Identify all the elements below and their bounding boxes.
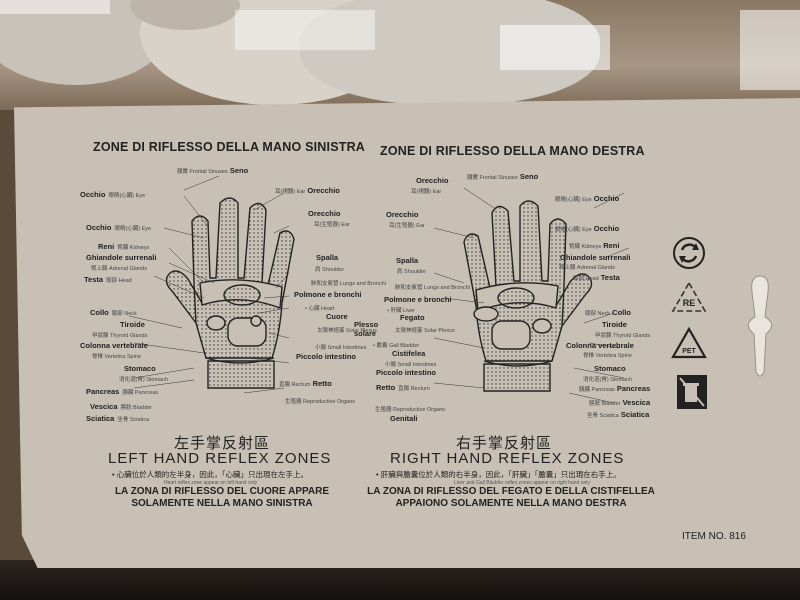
note-right-it: LA ZONA DI RIFLESSO DEL FEGATO E DELLA C… <box>367 486 655 509</box>
title-right: ZONE DI RIFLESSO DELLA MANO DESTRA <box>380 144 645 158</box>
light-reflection <box>500 25 610 70</box>
label-rectum: 直腸 Rectum Retto <box>279 379 332 388</box>
note-left-cn: • 心臟位於人類的左半身，因此，「心臟」只出現在左手上。 <box>112 470 308 479</box>
label-lungs: Polmone e bronchi <box>294 290 362 299</box>
note-left-tiny: Heart reflex zone appear on left hand on… <box>164 480 258 486</box>
label-small-intestines-sub: 小腸 Small Intestines <box>315 345 367 351</box>
label-spine-sub: 脊椎 Vertebra Spine <box>583 353 632 359</box>
pet-recycle-icon: PET <box>671 326 707 359</box>
label-ear: Orecchio <box>386 210 419 219</box>
label-gall-bladder-sub: • 膽囊 Gall Bladder <box>373 343 420 349</box>
label-spine-sub: 脊椎 Vertebra Spine <box>92 354 141 360</box>
label-bladder: 膀胱 Bladder Vescica <box>589 398 651 407</box>
light-reflection <box>235 10 375 50</box>
label-stomach: Stomaco <box>594 364 626 373</box>
label-small-intestines: Piccolo intestino <box>296 352 357 361</box>
label-reproductive-sub: 生殖器 Reproductive Organs <box>375 407 445 413</box>
label-pancreas: 胰臟 Pancreas Pancreas <box>579 384 651 393</box>
recycle-icon <box>673 237 705 269</box>
label-shoulder-sub: 肩 Shoulder <box>315 267 345 273</box>
subtitle-right-cn: 右手掌反射區 <box>456 435 553 452</box>
label-eye: 眼睛(心臟) Eye Occhio <box>555 194 620 203</box>
label-kidneys: 腎臟 Kidneys Reni <box>569 241 620 250</box>
label-reproductive: Genitali <box>390 414 418 423</box>
item-number: ITEM NO. 816 <box>682 531 746 542</box>
note-right-tiny: Liver and Gall Bladder reflex zones appe… <box>454 480 590 486</box>
re-recycle-icon: RE <box>671 281 707 312</box>
label-thyroid-sub: 甲狀腺 Thyroid Glands <box>595 333 651 339</box>
label-lungs-sub: 肺和支氣管 Lungs and Bronchi <box>395 285 470 291</box>
leader-lines <box>128 175 630 404</box>
label-eye: 眼睛(心臟) Eye Occhio <box>555 224 620 233</box>
reflexology-card: ZONE DI RIFLESSO DELLA MANO SINISTRA ZON… <box>14 98 800 568</box>
label-thyroid: Tiroide <box>120 320 145 329</box>
label-frontal-sinuses: 額竇 Frontal Sinuses Seno <box>467 172 539 181</box>
label-neck: 頸部 Neck Collo <box>585 308 631 317</box>
label-ear-sub: 耳(生殖器) Ear <box>389 223 425 229</box>
svg-text:PET: PET <box>682 348 696 355</box>
subtitle-right-en: RIGHT HAND REFLEX ZONES <box>390 450 625 467</box>
hanging-slot <box>747 275 773 377</box>
label-solar-plexus-sub: 太陽神經叢 Solar Plexus <box>317 328 377 334</box>
label-heart-sub: • 心臟 Heart <box>305 306 335 312</box>
light-reflection <box>0 0 110 14</box>
label-solar-plexus-sub: 太陽神經叢 Solar Plexus <box>395 328 455 334</box>
svg-text:RE: RE <box>683 298 696 308</box>
label-liver-sub: • 肝臟 Liver <box>387 308 415 314</box>
left-hand-diagram <box>165 197 295 389</box>
label-shoulder: Spalla <box>316 253 339 262</box>
label-ear: 耳(視聽) Ear Orecchio <box>275 186 340 195</box>
light-reflection <box>740 10 800 90</box>
label-thyroid: Tiroide <box>602 320 627 329</box>
label-lungs-sub: 肺和支氣管 Lungs and Bronchi <box>311 281 386 287</box>
label-small-intestines: Piccolo intestino <box>376 368 437 377</box>
label-thyroid-sub: 甲狀腺 Thyroid Glands <box>92 333 148 339</box>
label-ear: Orecchio <box>416 176 449 185</box>
label-shoulder: Spalla <box>396 256 419 265</box>
label-lungs: Polmone e bronchi <box>384 295 452 304</box>
right-hand-diagram <box>463 200 593 392</box>
label-frontal-sinuses: 額竇 Frontal Sinuses Seno <box>177 166 249 175</box>
label-adrenal-glands-sub: 腎上腺 Adrenal Glands <box>559 265 615 271</box>
label-stomach-sub: 消化道(胃) Stomach <box>119 377 168 383</box>
label-stomach-sub: 消化道(胃) Stomach <box>583 377 632 383</box>
title-left: ZONE DI RIFLESSO DELLA MANO SINISTRA <box>93 140 366 154</box>
label-adrenal-glands: Ghiandole surrenali <box>560 253 631 262</box>
note-left-it: LA ZONA DI RIFLESSO DEL CUORE APPARE SOL… <box>114 486 330 509</box>
subtitle-left-en: LEFT HAND REFLEX ZONES <box>108 450 332 467</box>
label-ear: Orecchio <box>308 209 341 218</box>
label-spine: Colonna vertebrale <box>566 341 634 350</box>
label-adrenal-glands-sub: 腎上腺 Adrenal Glands <box>91 266 147 272</box>
label-ear-sub: 耳(視聽) Ear <box>411 189 442 195</box>
label-spine: Colonna vertebrale <box>80 341 148 350</box>
trash-bin-icon <box>677 375 707 409</box>
label-liver: Fegato <box>400 313 425 322</box>
label-head: 頭部 Head Testa <box>573 273 620 282</box>
label-reproductive-sub: 生殖器 Reproductive Organs <box>285 399 355 405</box>
label-heart: Cuore <box>326 312 348 321</box>
label-shoulder-sub: 肩 Shoulder <box>397 269 427 275</box>
label-adrenal-glands: Ghiandole surrenali <box>86 253 157 262</box>
label-small-intestines-sub: 小腸 Small Intestines <box>385 362 437 368</box>
label-stomach: Stomaco <box>124 364 156 373</box>
label-sciatica: 坐骨 Sciatica Sciatica <box>587 410 650 419</box>
note-right-cn: • 肝臟與膽囊位於人類的右半身，因此，「肝臟」「膽囊」只出現在右手上。 <box>376 470 621 479</box>
label-ear-sub: 耳(生殖器) Ear <box>314 222 350 228</box>
label-solar-plexus: Plesso solare <box>354 320 379 338</box>
subtitle-left-cn: 左手掌反射區 <box>174 435 271 452</box>
label-gall-bladder: Cistifelea <box>392 349 426 358</box>
